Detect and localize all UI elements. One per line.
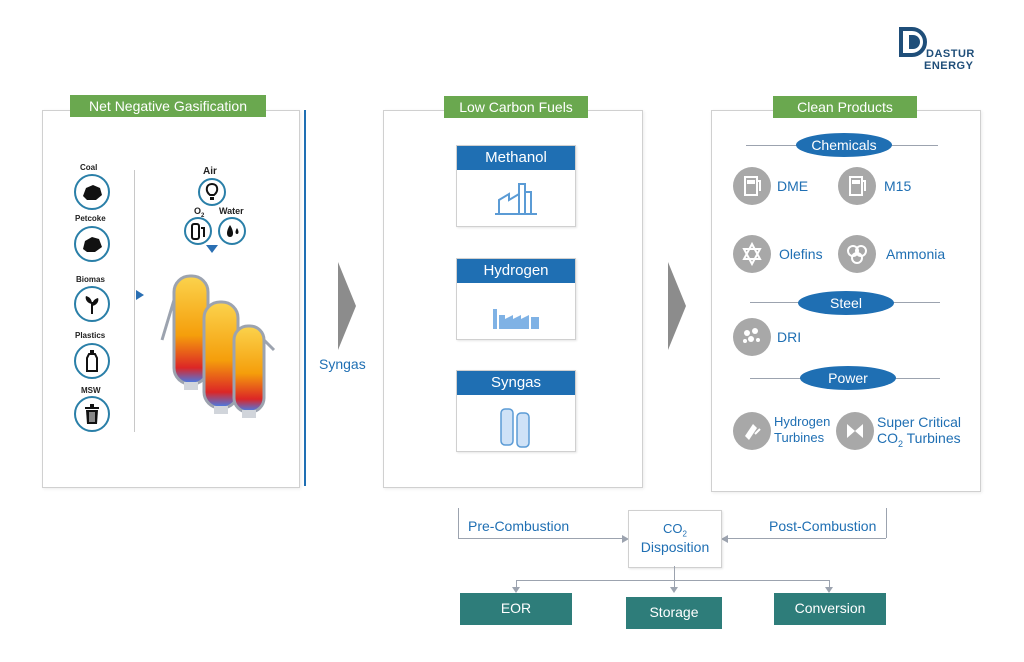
conversion-arrow-icon: [825, 587, 833, 593]
flow-arrow-2-icon: [668, 262, 686, 350]
product-m15: M15: [884, 178, 912, 194]
pre-combustion-label: Pre-Combustion: [468, 518, 570, 534]
product-dri: DRI: [777, 329, 802, 345]
dastur-logo-icon: [899, 27, 927, 57]
olefins-molecule-icon: [733, 235, 771, 273]
eor-arrow-icon: [512, 587, 520, 593]
product-dme: DME: [777, 178, 809, 194]
trash-bin-icon: [74, 396, 110, 432]
hydrogen-turbine-icon: [733, 412, 771, 450]
output-conversion: Conversion: [774, 593, 886, 625]
source-divider-line: [134, 170, 135, 432]
source-label-msw: MSW: [81, 386, 101, 395]
fuels-title: Low Carbon Fuels: [444, 96, 588, 118]
product-ammonia: Ammonia: [886, 246, 946, 262]
pre-combustion-arrow-icon: [622, 535, 629, 543]
post-combustion-line-horizontal: [728, 538, 886, 539]
fuel-methanol-label: Methanol: [457, 146, 575, 170]
product-olefins: Olefins: [779, 246, 823, 262]
output-eor: EOR: [460, 593, 572, 625]
tank-icon: [500, 408, 530, 448]
gasification-panel-divider: [304, 110, 306, 486]
biomass-icon: [74, 286, 110, 322]
fuel-syngas: Syngas: [456, 370, 576, 452]
storage-arrow-icon: [670, 587, 678, 593]
products-title: Clean Products: [773, 96, 917, 118]
logo-text-energy: ENERGY: [924, 60, 974, 72]
output-drop-conversion: [829, 580, 830, 588]
co2-label: CO2: [663, 521, 687, 539]
post-combustion-label: Post-Combustion: [769, 518, 877, 534]
dri-pellets-icon: [733, 318, 771, 356]
fuel-methanol: Methanol: [456, 145, 576, 227]
input-label-air: Air: [203, 166, 217, 177]
fuel-syngas-label: Syngas: [457, 371, 575, 395]
plastic-bottle-icon: [74, 343, 110, 379]
company-logo: DASTUR ENERGY: [898, 26, 988, 72]
fuel-hydrogen: Hydrogen: [456, 258, 576, 340]
dme-pump-icon: [733, 167, 771, 205]
plant-icon: [493, 309, 539, 329]
gasifier-reactors-icon: [160, 274, 276, 418]
fuel-hydrogen-label: Hydrogen: [457, 259, 575, 283]
feed-arrow-icon: [136, 290, 144, 300]
product-hydrogen-turbines: Hydrogen Turbines: [774, 414, 831, 445]
pre-combustion-line-horizontal: [458, 538, 626, 539]
power-pill: Power: [800, 366, 896, 390]
steel-pill: Steel: [798, 291, 894, 315]
disposition-label: Disposition: [640, 538, 710, 555]
source-label-coal: Coal: [80, 163, 98, 172]
flow-arrow-1-icon: [338, 262, 356, 350]
product-sc-co2-turbines: Super Critical CO2 Turbines: [877, 414, 962, 449]
logo-text-dastur: DASTUR: [926, 48, 975, 60]
m15-pump-icon: [838, 167, 876, 205]
pre-combustion-line-vertical: [458, 508, 459, 538]
input-label-water: Water: [219, 206, 244, 216]
source-label-biomas: Biomas: [76, 275, 105, 284]
output-drop-eor: [516, 580, 517, 588]
gasification-title: Net Negative Gasification: [70, 95, 266, 117]
oxygen-cylinder-icon: [184, 217, 212, 245]
output-stem-line: [674, 566, 675, 580]
output-storage: Storage: [626, 597, 722, 629]
ammonia-molecule-icon: [838, 235, 876, 273]
co2-disposition-box: CO2 Disposition: [628, 510, 722, 568]
coal-icon: [74, 174, 110, 210]
source-label-petcoke: Petcoke: [75, 214, 106, 223]
output-bus-line: [516, 580, 830, 581]
input-label-o2: O2: [194, 206, 205, 219]
post-combustion-line-vertical: [886, 508, 887, 538]
gasifier-input-arrow-icon: [206, 245, 218, 253]
chemicals-pill: Chemicals: [796, 133, 892, 157]
water-drops-icon: [218, 217, 246, 245]
post-combustion-arrow-icon: [721, 535, 728, 543]
output-drop-storage: [674, 580, 675, 588]
air-balloon-icon: [198, 178, 226, 206]
syngas-arrow-label: Syngas: [319, 356, 366, 372]
source-label-plastics: Plastics: [75, 331, 106, 340]
petcoke-icon: [74, 226, 110, 262]
factory-icon: [495, 183, 537, 215]
sc-co2-turbine-icon: [836, 412, 874, 450]
